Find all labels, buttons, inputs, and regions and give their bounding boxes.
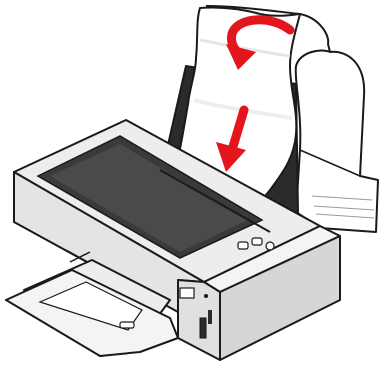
panel-button-1 — [238, 242, 248, 249]
power-button — [266, 242, 274, 250]
tray-tab — [120, 322, 134, 328]
card-slot-2 — [208, 310, 212, 324]
panel-button-2 — [252, 238, 262, 245]
card-slot — [200, 318, 206, 338]
usb-port-icon — [180, 288, 194, 298]
